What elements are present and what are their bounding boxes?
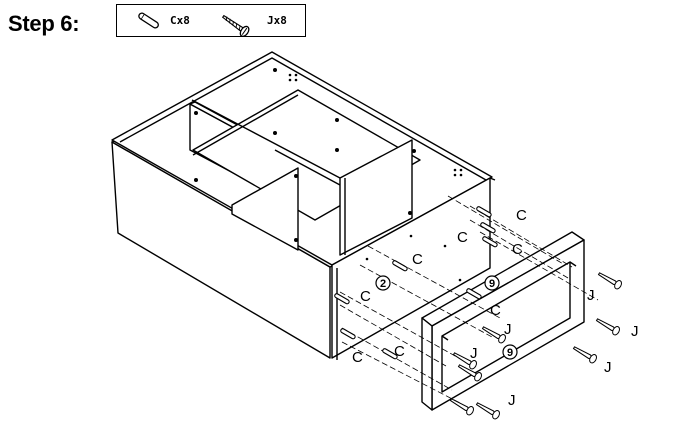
label-j: J: [508, 392, 516, 409]
label-j: J: [587, 287, 595, 304]
step-title: Step 6:: [8, 11, 80, 36]
label-c: C: [490, 302, 501, 319]
label-j: J: [631, 323, 639, 340]
label-c: C: [516, 207, 527, 224]
screw-group: [449, 272, 622, 420]
panel-ref-circle-2: [375, 275, 391, 291]
panel-ref-circle-9a: [484, 275, 500, 291]
parts-legend: Cx8 Jx8: [116, 4, 306, 37]
label-c: C: [457, 229, 468, 246]
dowel-icon: [138, 12, 159, 29]
label-c: C: [412, 251, 423, 268]
parts-legend-art: [138, 12, 250, 37]
dowel-group: [334, 206, 498, 360]
panel-ref-9a: 9: [489, 278, 495, 290]
right-divider: [339, 139, 413, 256]
label-c: C: [352, 349, 363, 366]
label-c: C: [360, 288, 371, 305]
label-j: J: [604, 359, 612, 376]
label-j: J: [470, 345, 478, 362]
cabinet-right-side: [331, 177, 491, 359]
screw-icon: [221, 14, 250, 37]
panel-ref-circle-9b: [502, 344, 518, 360]
label-c: C: [394, 343, 405, 360]
label-j: J: [504, 321, 512, 338]
panel-ref-9b: 9: [507, 347, 513, 359]
dowel-qty: Cx8: [170, 14, 190, 27]
screw-qty: Jx8: [267, 14, 287, 27]
label-c: C: [512, 241, 523, 258]
center-divider: [231, 167, 299, 251]
panel-ref-2: 2: [380, 278, 386, 290]
